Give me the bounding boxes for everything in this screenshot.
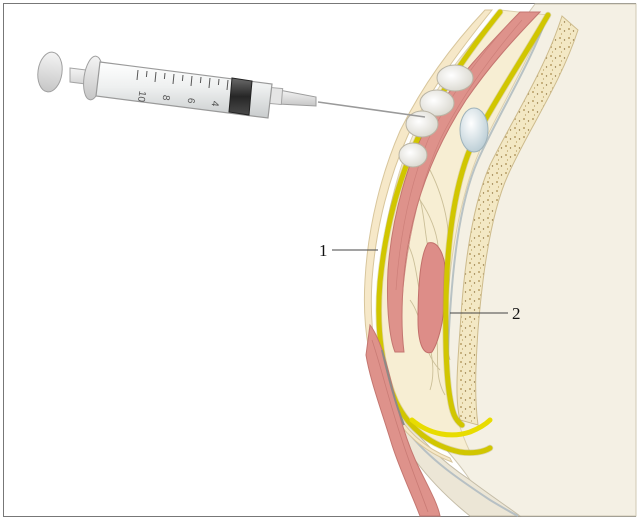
callout-1-label: 1	[319, 241, 328, 260]
syringe-needle	[317, 101, 426, 118]
syringe-needle-hub	[277, 89, 317, 107]
syringe-graduations	[136, 69, 229, 91]
lymph-nodes	[398, 64, 489, 168]
syringe: 10 8 6 4	[37, 51, 426, 119]
callout-2-label: 2	[512, 304, 521, 323]
lower-muscle-flap	[365, 323, 441, 517]
syringe-scale-4: 4	[209, 100, 221, 107]
node-3	[405, 110, 439, 138]
node-blue	[459, 107, 489, 153]
node-4	[398, 142, 428, 168]
lower-membrane	[407, 431, 519, 517]
lower-fascia	[381, 349, 405, 426]
syringe-scale-10: 10	[135, 90, 148, 103]
syringe-barrel	[95, 61, 273, 119]
syringe-scale-8: 8	[160, 94, 172, 101]
muscle-fibers	[395, 19, 523, 301]
fascia-inner	[443, 12, 551, 428]
callout-2: 2	[450, 304, 521, 323]
node-2	[419, 89, 455, 117]
inner-muscle	[417, 242, 447, 354]
anatomy-cross-section	[363, 3, 637, 517]
bone-layer	[456, 15, 579, 426]
node-1	[436, 64, 474, 92]
skin-layer	[363, 9, 494, 463]
syringe-rubber-stopper	[228, 77, 253, 116]
syringe-thumb-press	[37, 51, 63, 93]
callout-1: 1	[319, 241, 378, 260]
fascia-bottom	[409, 417, 493, 438]
syringe-scale-6: 6	[185, 97, 197, 104]
lower-muscle-fibers	[371, 339, 429, 513]
